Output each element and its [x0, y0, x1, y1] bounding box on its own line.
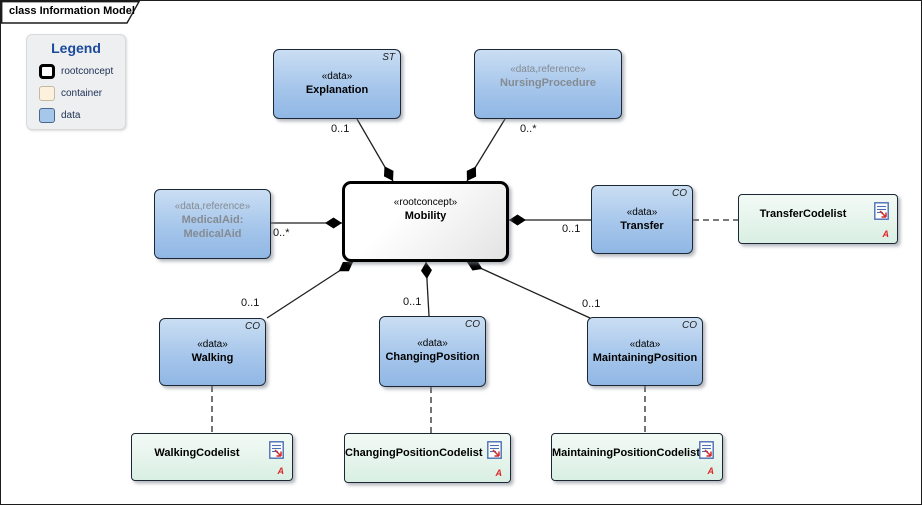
- node-maintainingposition[interactable]: CO «data» MaintainingPosition: [587, 317, 703, 386]
- diagram-title: class Information Model: [9, 5, 135, 17]
- legend-title: Legend: [51, 40, 101, 56]
- legend: Legend rootconcept container data: [26, 34, 126, 130]
- multiplicity-label-nursingprocedure: 0..*: [520, 123, 537, 135]
- node-name: MedicalAid:: [181, 214, 244, 226]
- multiplicity-label-maintainingposition: 0..1: [582, 298, 601, 310]
- node-tag: CO: [465, 319, 480, 330]
- composition-connectors: [266, 118, 591, 319]
- node-medicalaid[interactable]: «data,reference» MedicalAid: MedicalAid: [154, 189, 271, 259]
- node-name-line2: MedicalAid: [183, 228, 242, 240]
- legend-item-label: container: [61, 87, 103, 99]
- multiplicity-label-changingposition: 0..1: [403, 296, 422, 308]
- document-icon: [699, 441, 714, 464]
- node-stereotype: «rootconcept»: [393, 197, 458, 208]
- codelist-name: TransferCodelist: [759, 208, 847, 220]
- codelist-walking[interactable]: WalkingCodelist A: [131, 433, 293, 481]
- node-name: Walking: [191, 352, 234, 364]
- node-name: Mobility: [404, 210, 447, 222]
- node-transfer[interactable]: CO «data» Transfer: [591, 185, 693, 254]
- frame-tab-shape: [1, 1, 141, 24]
- node-stereotype: «data»: [417, 338, 448, 349]
- artifact-marker: A: [707, 466, 715, 476]
- node-explanation[interactable]: ST «data» Explanation: [273, 49, 401, 119]
- connector-changingposition-mobility: [420, 261, 432, 317]
- multiplicity-label-transfer: 0..1: [562, 223, 581, 235]
- codelist-name: WalkingCodelist: [154, 447, 240, 459]
- node-stereotype: «data,reference»: [510, 64, 586, 75]
- frame-tab: class Information Model: [1, 1, 151, 25]
- artifact-marker: A: [495, 468, 503, 478]
- node-stereotype: «data»: [629, 339, 661, 350]
- connector-maintainingposition-mobility: [466, 260, 591, 319]
- document-icon: [269, 441, 284, 464]
- legend-item-data: data: [27, 104, 125, 126]
- node-stereotype: «data»: [626, 207, 658, 218]
- legend-item-container: container: [27, 82, 125, 104]
- artifact-marker: A: [882, 229, 890, 239]
- node-stereotype: «data»: [197, 339, 228, 350]
- node-mobility[interactable]: «rootconcept» Mobility: [342, 181, 509, 262]
- node-changingposition[interactable]: CO «data» ChangingPosition: [379, 316, 486, 387]
- artifact-marker: A: [277, 466, 285, 476]
- node-tag: ST: [382, 52, 395, 63]
- node-stereotype: «data,reference»: [174, 201, 251, 212]
- codelist-name: ChangingPositionCodelist: [345, 447, 483, 459]
- codelist-transfer[interactable]: TransferCodelist A: [738, 194, 898, 244]
- connector-explanation-mobility: [356, 118, 394, 182]
- rootconcept-swatch-icon: [39, 63, 55, 79]
- codelist-name: MaintainingPositionCodelist: [552, 447, 700, 459]
- multiplicity-label-explanation: 0..1: [331, 123, 350, 135]
- node-tag: CO: [245, 321, 260, 332]
- dependency-connectors: [211, 219, 738, 433]
- connector-walking-mobility: [266, 261, 354, 319]
- node-name: MaintainingPosition: [592, 352, 698, 364]
- document-icon: [487, 441, 502, 464]
- node-name: ChangingPosition: [385, 351, 480, 363]
- data-swatch-icon: [39, 107, 55, 123]
- legend-item-label: rootconcept: [61, 65, 114, 77]
- node-nursingprocedure[interactable]: «data,reference» NursingProcedure: [474, 49, 622, 119]
- multiplicity-label-walking: 0..1: [241, 297, 260, 309]
- legend-item-label: data: [61, 109, 81, 121]
- connector-nursingprocedure-mobility: [466, 118, 506, 182]
- node-stereotype: «data»: [321, 71, 353, 82]
- node-walking[interactable]: CO «data» Walking: [159, 318, 266, 386]
- multiplicity-label-medicalaid: 0..*: [273, 227, 290, 239]
- node-name: Transfer: [620, 220, 664, 232]
- node-name: Explanation: [305, 84, 369, 96]
- node-name: NursingProcedure: [500, 77, 596, 89]
- node-tag: CO: [672, 188, 687, 199]
- codelist-changingposition[interactable]: ChangingPositionCodelist A: [344, 433, 511, 483]
- container-swatch-icon: [39, 85, 55, 101]
- node-tag: CO: [682, 320, 697, 331]
- document-icon: [874, 202, 889, 225]
- codelist-maintainingposition[interactable]: MaintainingPositionCodelist A: [551, 433, 723, 481]
- legend-item-rootconcept: rootconcept: [27, 60, 125, 82]
